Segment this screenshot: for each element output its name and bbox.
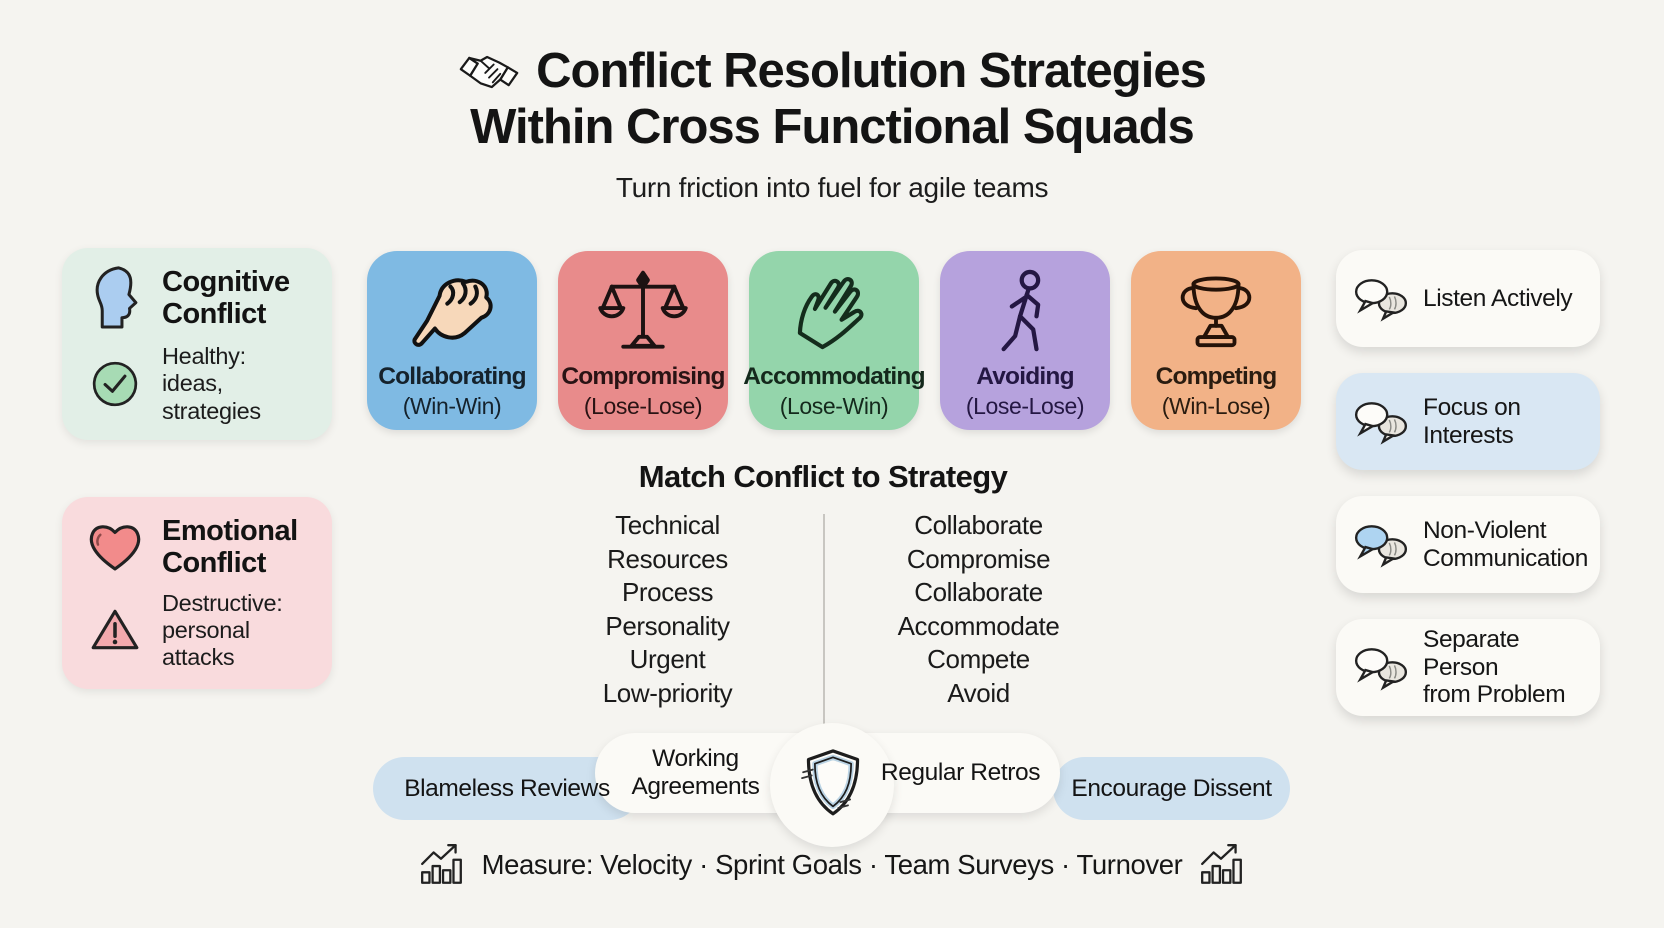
trophy-icon bbox=[1171, 269, 1261, 357]
handshake-icon bbox=[458, 48, 520, 96]
open-hand-icon bbox=[789, 269, 879, 357]
emotional-conflict-desc: Destructive: personal attacks bbox=[162, 589, 283, 671]
conflict-item: Low-priority bbox=[602, 677, 733, 708]
cognitive-conflict-card: Cognitive Conflict Healthy: ideas, strat… bbox=[62, 248, 332, 440]
metrics-text: Measure: Velocity · Sprint Goals · Team … bbox=[481, 849, 1183, 880]
strategy-card-accommodating: Accommodating (Lose-Win) bbox=[743, 251, 926, 430]
metrics-row: Measure: Velocity · Sprint Goals · Team … bbox=[0, 843, 1664, 887]
strategy-card-compromising: Compromising (Lose-Lose) bbox=[558, 251, 728, 430]
strategy-list: Collaborate Compromise Collaborate Accom… bbox=[823, 509, 1134, 710]
warning-triangle-icon bbox=[82, 606, 148, 654]
cognitive-conflict-title: Cognitive Conflict bbox=[162, 265, 290, 331]
conflict-item: Process bbox=[621, 577, 714, 607]
match-columns: Technical Resources Process Personality … bbox=[512, 509, 1134, 738]
strategy-card-avoiding: Avoiding (Lose-Lose) bbox=[940, 251, 1110, 430]
conflict-list: Technical Resources Process Personality … bbox=[512, 509, 823, 710]
emotional-title-row: Emotional Conflict bbox=[82, 515, 314, 580]
chat-bubbles-icon bbox=[1352, 522, 1410, 568]
conflict-item: Resources bbox=[607, 543, 728, 574]
conflict-item: Urgent bbox=[629, 644, 706, 674]
clasped-hands-icon bbox=[408, 269, 496, 357]
page-subtitle: Turn friction into fuel for agile teams bbox=[615, 171, 1049, 203]
chat-bubbles-icon bbox=[1352, 645, 1410, 691]
balance-scale-icon bbox=[597, 269, 689, 357]
bar-chart-up-icon bbox=[418, 843, 466, 887]
strategy-item: Accommodate bbox=[897, 610, 1060, 641]
header: Conflict Resolution Strategies Within Cr… bbox=[0, 44, 1664, 204]
head-profile-icon bbox=[82, 263, 148, 333]
bar-chart-up-icon bbox=[1198, 843, 1246, 887]
tip-label: Listen Actively bbox=[1423, 284, 1573, 312]
strategy-item: Avoid bbox=[947, 677, 1010, 708]
tip-label: Non-Violent Communication bbox=[1423, 516, 1589, 572]
tip-focus-on-interests: Focus on Interests bbox=[1336, 373, 1600, 470]
strategy-card-competing: Competing (Win-Lose) bbox=[1131, 251, 1301, 430]
page-title-line2: Within Cross Functional Squads bbox=[470, 99, 1195, 154]
strategy-item: Compete bbox=[927, 644, 1030, 674]
cognitive-conflict-desc: Healthy: ideas, strategies bbox=[162, 343, 261, 424]
conflict-item: Personality bbox=[605, 610, 730, 641]
shield-icon bbox=[801, 745, 865, 823]
walking-person-icon bbox=[992, 269, 1058, 357]
chat-bubbles-icon bbox=[1352, 276, 1410, 322]
strategy-item: Collaborate bbox=[914, 510, 1043, 540]
conflict-item: Technical bbox=[615, 510, 720, 540]
page-title-line1: Conflict Resolution Strategies bbox=[536, 44, 1207, 98]
tip-label: Focus on Interests bbox=[1423, 393, 1521, 449]
practices-bar: Blameless Reviews Working Agreements Reg… bbox=[373, 723, 1290, 857]
strategy-card-collaborating: Collaborating (Win-Win) bbox=[367, 251, 537, 430]
tip-separate-person-from-problem: Separate Person from Problem bbox=[1336, 619, 1600, 716]
emotional-conflict-title: Emotional Conflict bbox=[162, 514, 298, 580]
check-circle-icon bbox=[82, 359, 148, 409]
column-divider bbox=[823, 514, 825, 738]
emotional-conflict-card: Emotional Conflict Destructive: personal… bbox=[62, 497, 332, 689]
blameless-reviews-label: Blameless Reviews bbox=[404, 774, 610, 802]
strategy-item: Compromise bbox=[906, 543, 1051, 574]
encourage-dissent-label: Encourage Dissent bbox=[1071, 774, 1272, 802]
tip-listen-actively: Listen Actively bbox=[1336, 250, 1600, 347]
communication-tips: Listen Actively Focus on Intere bbox=[1336, 250, 1600, 716]
tip-non-violent-communication: Non-Violent Communication bbox=[1336, 496, 1600, 593]
page-title-line1-row: Conflict Resolution Strategies bbox=[0, 44, 1664, 100]
strategy-card-row: Collaborating (Win-Win) Compromising (Lo bbox=[367, 251, 1301, 430]
cognitive-title-row: Cognitive Conflict bbox=[82, 263, 314, 333]
working-agreements-label: Working Agreements bbox=[631, 745, 760, 800]
cognitive-desc-row: Healthy: ideas, strategies bbox=[82, 343, 314, 425]
match-section: Match Conflict to Strategy Technical Res… bbox=[512, 459, 1134, 738]
emotional-desc-row: Destructive: personal attacks bbox=[82, 590, 314, 672]
encourage-dissent-pill bbox=[1053, 757, 1290, 820]
heart-icon bbox=[82, 519, 148, 575]
tip-label: Separate Person from Problem bbox=[1423, 625, 1566, 709]
strategy-item: Collaborate bbox=[914, 577, 1043, 607]
regular-retros-label: Regular Retros bbox=[880, 759, 1041, 787]
match-section-title: Match Conflict to Strategy bbox=[638, 459, 1008, 494]
chat-bubbles-icon bbox=[1352, 399, 1410, 445]
